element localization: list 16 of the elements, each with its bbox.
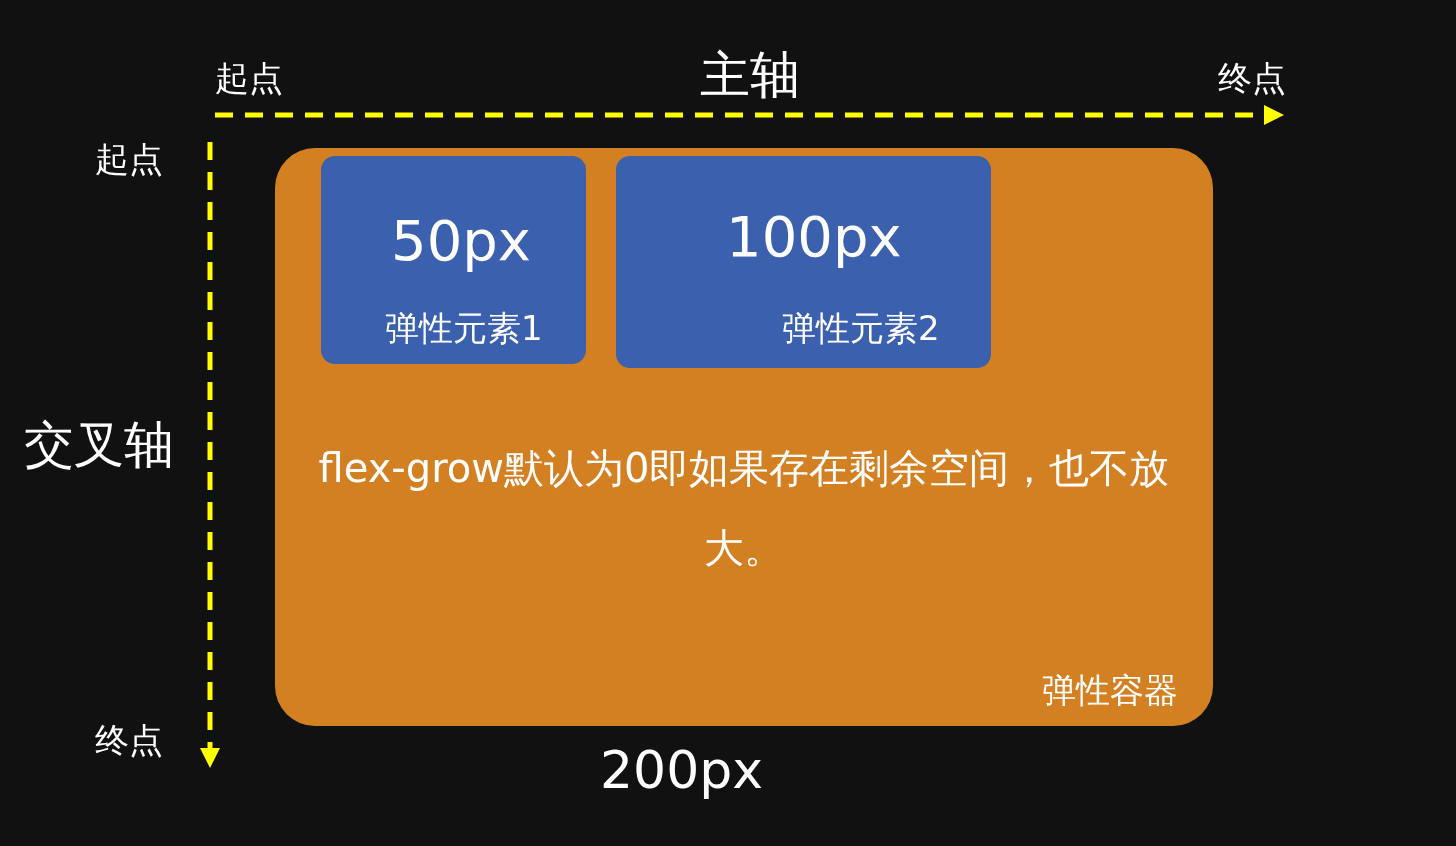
start-label: 起点 [215, 57, 283, 100]
description-text: flex-grow默认为0即如果存在剩余空间，也不放大。 [317, 444, 1171, 573]
item-label: 弹性元素2 [782, 307, 940, 350]
dimension-label: 200px [600, 740, 764, 800]
end-label: 终点 [95, 719, 163, 762]
flex-item [321, 156, 586, 364]
item-label: 弹性元素1 [385, 307, 543, 350]
container-label: 弹性容器 [1042, 669, 1178, 712]
axis-title: 交叉轴 [24, 415, 174, 476]
end-label: 终点 [1218, 57, 1286, 100]
axis-title: 主轴 [700, 45, 800, 106]
size-label: 100px [726, 204, 902, 269]
size-label: 50px [391, 208, 531, 273]
flex-container [275, 148, 1213, 726]
start-label: 起点 [95, 138, 163, 181]
flex-item [616, 156, 991, 368]
